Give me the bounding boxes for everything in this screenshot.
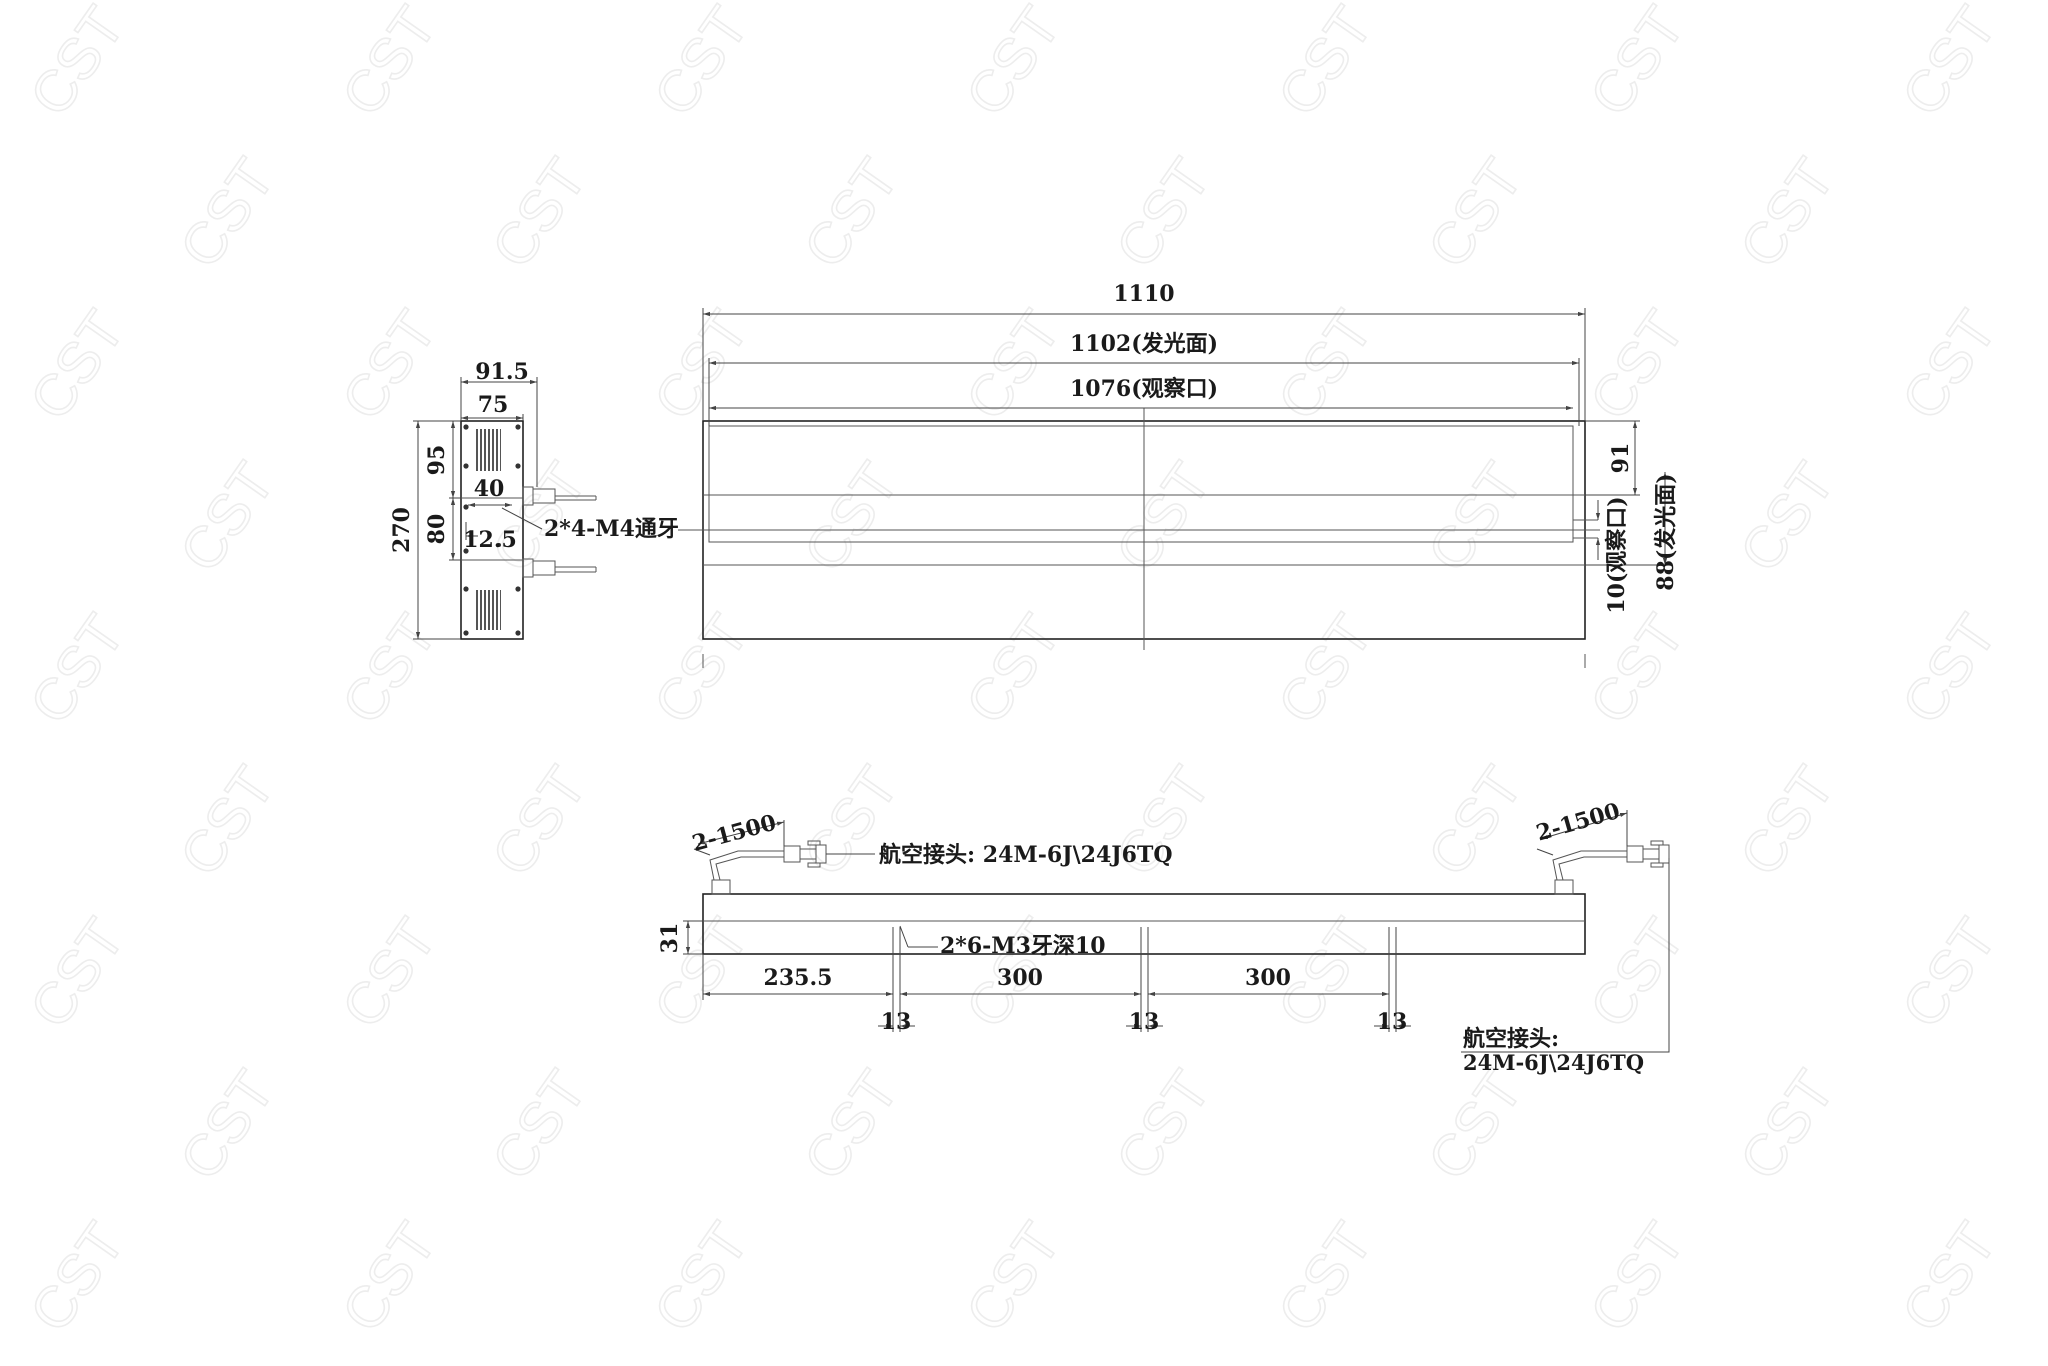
connector-right-label-line1: 航空接头: <box>1463 1026 1559 1052</box>
watermark-text: CST <box>1265 603 1385 735</box>
watermark-text: CST <box>953 1211 1073 1343</box>
watermark-text: CST <box>479 755 599 887</box>
watermark-text: CST <box>1727 1059 1847 1191</box>
watermark-text: CST <box>1415 755 1535 887</box>
watermark-text: CST <box>17 0 137 127</box>
dim-75-label: 75 <box>478 392 509 418</box>
watermark-text: CST <box>953 299 1073 431</box>
connector-right-label-line2: 24M-6J\24J6TQ <box>1463 1050 1644 1075</box>
watermark-text: CST <box>1577 907 1697 1039</box>
dim-1102-label: 1102(发光面) <box>1070 331 1218 357</box>
watermark-text: CST <box>329 0 449 127</box>
watermark-text: CST <box>1415 1059 1535 1191</box>
watermark-text: CST <box>167 451 287 583</box>
watermark-text: CST <box>167 147 287 279</box>
watermark-text: CST <box>1727 451 1847 583</box>
watermark-text: CST <box>1415 451 1535 583</box>
dim-31-label: 31 <box>657 923 683 954</box>
watermark-text: CST <box>167 755 287 887</box>
watermark-text: CST <box>329 907 449 1039</box>
watermark-text: CST <box>791 147 911 279</box>
watermark-text: CST <box>791 1059 911 1191</box>
watermark-text: CST <box>1265 1211 1385 1343</box>
watermark-text: CST <box>953 603 1073 735</box>
cable-left-label: 2-1500 <box>689 810 778 857</box>
watermark-text: CST <box>1103 1059 1223 1191</box>
watermark-text: CST <box>329 299 449 431</box>
side-view: 91.5 75 270 95 80 40 12.5 2*4-M4通牙 <box>389 359 679 640</box>
heatsink-fins-top <box>474 429 501 471</box>
dim-13-c-label: 13 <box>1377 1009 1408 1035</box>
dim-95-label: 95 <box>424 445 450 476</box>
watermark-text: CST <box>1889 907 2009 1039</box>
watermark-text: CST <box>17 907 137 1039</box>
connector-left-label: 航空接头: 24M-6J\24J6TQ <box>879 842 1173 868</box>
watermark-text: CST <box>1889 603 2009 735</box>
watermark-text: CST <box>1727 755 1847 887</box>
watermark-text: CST <box>1577 1211 1697 1343</box>
watermark-text: CST <box>1265 299 1385 431</box>
dim-13-a-label: 13 <box>881 1009 912 1035</box>
heatsink-fins-bottom <box>474 590 501 630</box>
watermark-text: CST <box>167 1059 287 1191</box>
side-housing <box>460 420 524 640</box>
watermark-text: CST <box>641 603 761 735</box>
dim-1076-label: 1076(观察口) <box>1070 376 1218 402</box>
thread-note-label: 2*4-M4通牙 <box>544 516 679 542</box>
front-view: 2-1500 2-1500 航空接头: 24M-6J\24J6TQ 航空接头: … <box>657 798 1670 1075</box>
watermark-text: CST <box>1103 147 1223 279</box>
dim-270-label: 270 <box>389 507 415 553</box>
hole-note-label: 2*6-M3牙深10 <box>940 933 1106 959</box>
watermark-text: CST <box>791 451 911 583</box>
watermark-text: CST <box>17 1211 137 1343</box>
cable-gland-right <box>1554 879 1574 895</box>
dim-13-b-label: 13 <box>1129 1009 1160 1035</box>
dim-91-5-label: 91.5 <box>475 359 529 385</box>
dim-12-5-label: 12.5 <box>463 527 517 553</box>
watermark-text: CST <box>1889 0 2009 127</box>
watermark-text: CST <box>1577 0 1697 127</box>
watermark-text: CST <box>1577 299 1697 431</box>
cable-right-label: 2-1500 <box>1533 798 1623 847</box>
watermark-text: CST <box>953 0 1073 127</box>
dim-300-a-label: 300 <box>997 965 1043 991</box>
dim-91-label: 91 <box>1608 443 1634 474</box>
dim-1110-label: 1110 <box>1113 281 1174 307</box>
watermark-text: CST <box>1415 147 1535 279</box>
watermark-text: CST <box>17 603 137 735</box>
watermark-text: CST <box>641 1211 761 1343</box>
front-housing <box>702 893 1586 955</box>
watermark-text: CST <box>329 603 449 735</box>
observation-window <box>708 425 1574 543</box>
watermark-text: CST <box>1103 451 1223 583</box>
dim-10-label: 10(观察口) <box>1604 496 1630 613</box>
watermark-text: CST <box>1265 0 1385 127</box>
dim-40-label: 40 <box>474 476 505 502</box>
watermark-text: CST <box>1727 147 1847 279</box>
dim-235-5-label: 235.5 <box>764 965 833 991</box>
dim-300-b-label: 300 <box>1245 965 1291 991</box>
dim-88-label: 88(发光面) <box>1653 473 1679 590</box>
watermark-text: CST <box>1889 299 2009 431</box>
watermark-text: CST <box>329 1211 449 1343</box>
dim-80-label: 80 <box>424 514 450 545</box>
watermark-text: CST <box>641 299 761 431</box>
watermark-text: CST <box>17 299 137 431</box>
watermark-text: CST <box>1577 603 1697 735</box>
watermark-text: CST <box>641 0 761 127</box>
watermark-text: CST <box>1889 1211 2009 1343</box>
cable-gland-left <box>711 879 731 895</box>
watermark-text: CST <box>479 1059 599 1191</box>
top-view: 1110 1102(发光面) 1076(观察口) 91 88(发光面) 10(观… <box>678 281 1679 668</box>
watermark-text: CST <box>479 147 599 279</box>
